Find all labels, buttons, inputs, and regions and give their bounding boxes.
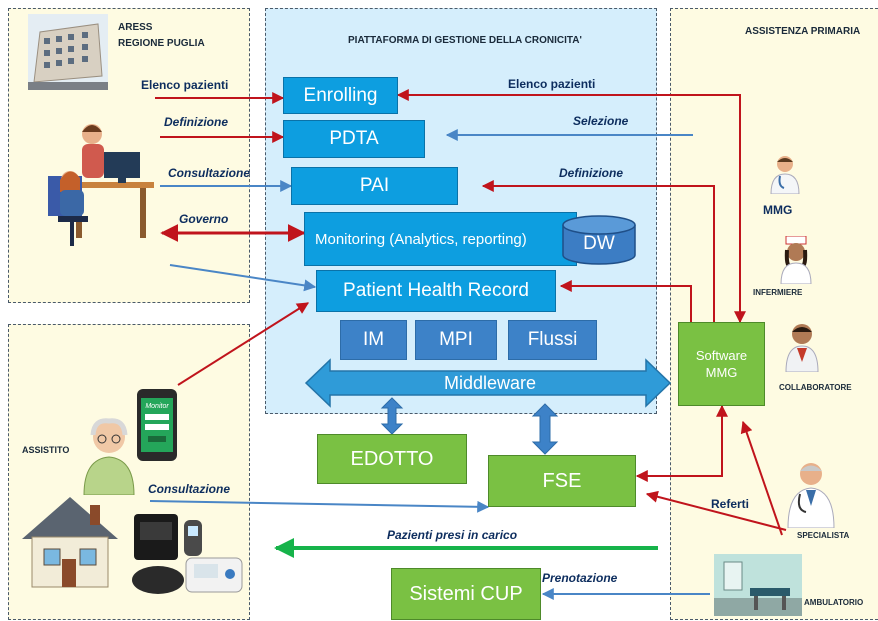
sistemi-cup-system[interactable]: Sistemi CUP [391, 568, 541, 620]
flow-label-referti: Referti [711, 497, 750, 511]
monitor-phone-image: Monitor [137, 389, 177, 461]
patient-elderly-man-image [83, 418, 135, 495]
platform-title: PIATTAFORMA DI GESTIONE DELLA CRONICITA' [348, 35, 582, 46]
middleware-label: Middleware [443, 372, 537, 393]
ambulatorio-room-image [714, 554, 802, 616]
im-module[interactable]: IM [340, 320, 407, 360]
flow-label-definizione-pai: Definizione [559, 166, 624, 180]
infermiere-nurse-icon [780, 236, 812, 284]
building-image [28, 14, 108, 90]
flow-label-governo: Governo [179, 212, 229, 226]
software-mmg-system[interactable]: Software MMG [678, 322, 765, 406]
monitoring-module[interactable]: Monitoring (Analytics, reporting) [304, 212, 577, 266]
primary-care-title: ASSISTENZA PRIMARIA [745, 26, 861, 37]
medical-devices-image [132, 514, 243, 594]
actor-label-infermiere: INFERMIERE [753, 288, 803, 297]
flow-label-elenco-pazienti-aress: Elenco pazienti [141, 78, 229, 92]
actor-label-specialista: SPECIALISTA [797, 531, 850, 540]
specialista-doctor-image [787, 463, 835, 528]
mmg-doctor-icon [770, 156, 800, 194]
flussi-module[interactable]: Flussi [508, 320, 597, 360]
pdta-module[interactable]: PDTA [283, 120, 425, 158]
flow-label-consultazione: Consultazione [168, 166, 251, 180]
dw-label: DW [583, 233, 615, 254]
aress-title: ARESS REGIONE PUGLIA [118, 22, 205, 49]
patient-health-record-module[interactable]: Patient Health Record [316, 270, 556, 312]
dw-database-cylinder[interactable] [561, 215, 637, 265]
flow-label-definizione-pdta: Definizione [164, 115, 229, 129]
flow-label-consultazione-assistito: Consultazione [148, 482, 231, 496]
collaboratore-icon [785, 324, 819, 372]
actor-label-ambulatorio: AMBULATORIO [804, 598, 864, 607]
pai-module[interactable]: PAI [291, 167, 458, 205]
flow-label-selezione: Selezione [573, 114, 629, 128]
fse-system[interactable]: FSE [488, 455, 636, 507]
enrolling-module[interactable]: Enrolling [283, 77, 398, 114]
middleware-fse-link [531, 403, 559, 455]
edotto-system[interactable]: EDOTTO [317, 434, 467, 484]
actor-label-collaboratore: COLLABORATORE [779, 383, 852, 392]
flow-label-prenotazione: Prenotazione [542, 571, 618, 585]
house-image [22, 497, 118, 588]
operators-at-desk-image [48, 124, 154, 246]
middleware-bar [304, 358, 672, 408]
actor-label-mmg: MMG [763, 203, 793, 217]
flow-label-elenco-pazienti-mmg: Elenco pazienti [508, 77, 596, 91]
mpi-module[interactable]: MPI [415, 320, 497, 360]
phone-app-title: Monitor [145, 403, 169, 410]
flow-label-pazienti-presi-in-carico: Pazienti presi in carico [387, 528, 518, 542]
assistito-title: ASSISTITO [22, 445, 70, 455]
